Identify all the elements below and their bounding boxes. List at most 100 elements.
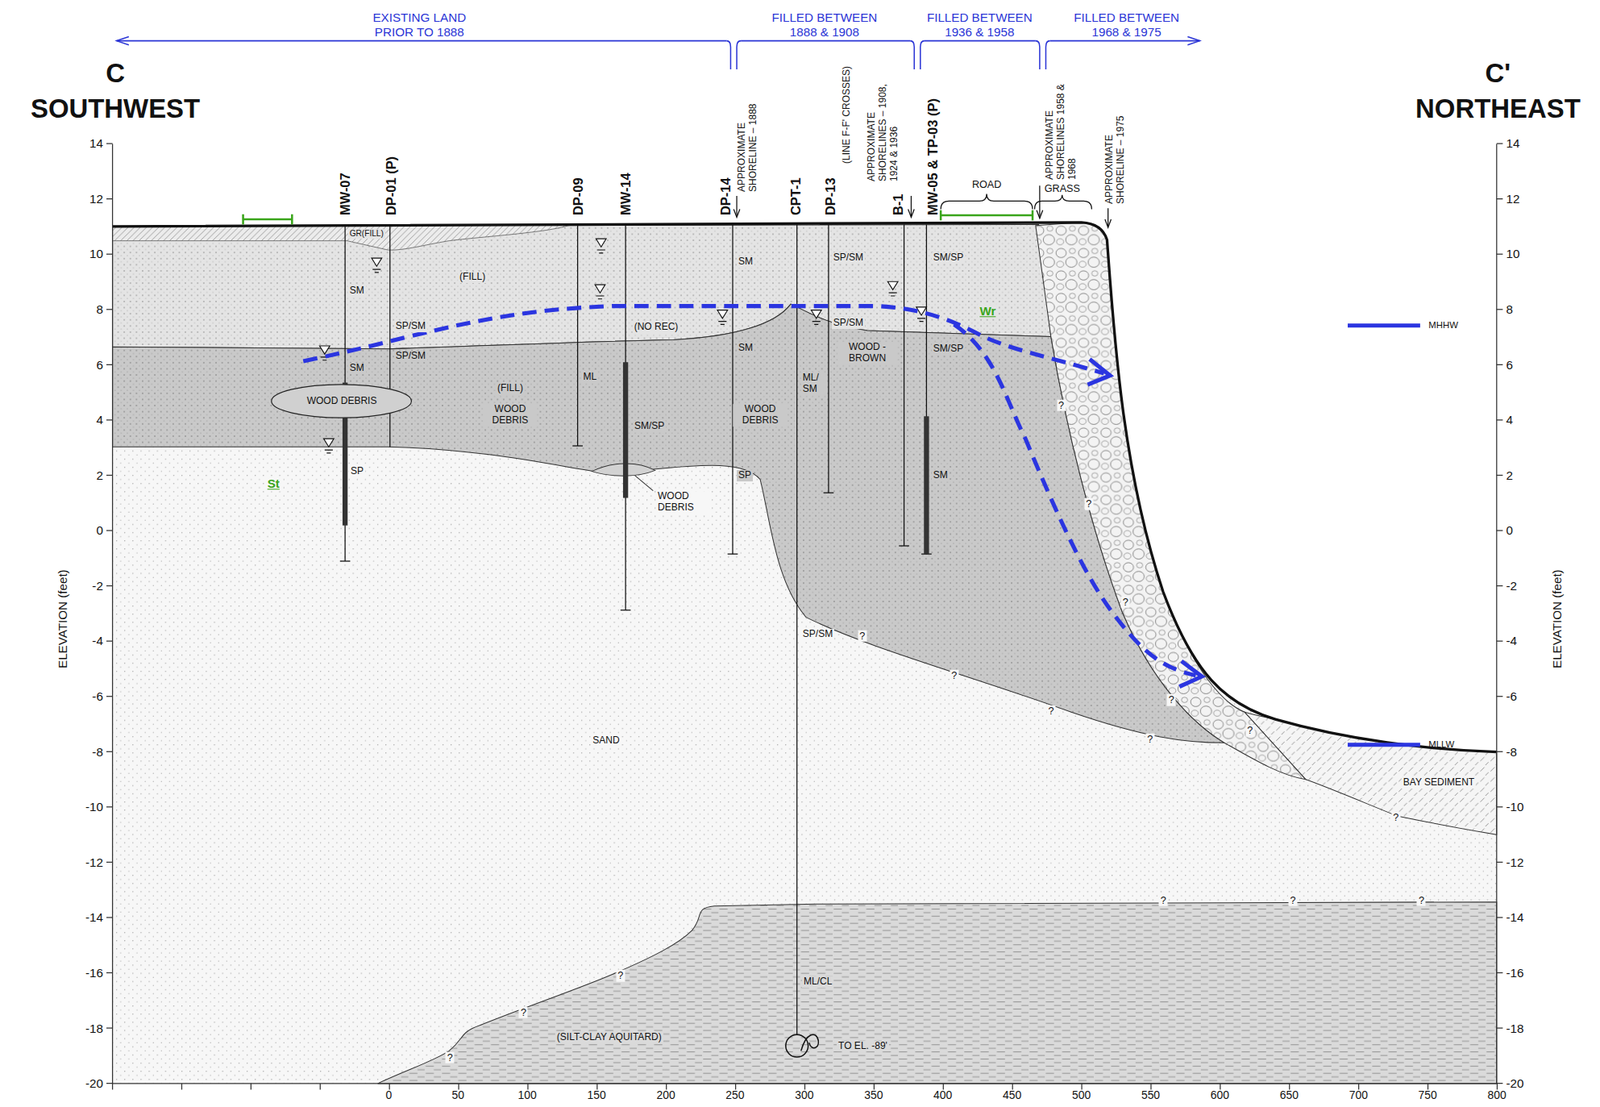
soil-label: SP <box>349 465 366 478</box>
soil-label: ML/CL <box>802 976 834 988</box>
axis-tick <box>1496 861 1504 863</box>
boring-label: B-1 <box>890 194 906 217</box>
boring-label: DP-01 (P) <box>382 156 399 216</box>
elevation-tick-label: 6 <box>95 357 103 372</box>
elevation-tick-label: -14 <box>85 910 104 925</box>
axis-tick <box>1496 253 1504 255</box>
surface-braces <box>940 193 1092 209</box>
axis-tick <box>106 640 113 642</box>
axis-tick <box>106 585 113 586</box>
leader-line <box>634 475 653 491</box>
soil-label: ML/ SM <box>801 372 828 395</box>
soil-label: TO EL. -89' <box>836 1040 890 1052</box>
axis-tick <box>1496 806 1504 807</box>
mllw-line <box>1347 742 1421 747</box>
axis-tick <box>106 142 113 144</box>
distance-tick-label: 200 <box>656 1088 675 1102</box>
axis-tick <box>181 1083 183 1090</box>
soil-label: WOOD DEBRIS <box>656 490 711 514</box>
sand-layer <box>112 222 1497 1084</box>
uncertain-contact: ? <box>615 969 625 982</box>
surface-label: ROAD <box>972 178 1002 192</box>
axis-tick <box>1496 751 1504 753</box>
axis-ticks <box>106 143 1503 1089</box>
road-extent-line <box>940 210 1033 221</box>
elevation-tick-label: -16 <box>1506 965 1525 980</box>
uncertain-contact: ? <box>445 1051 455 1064</box>
axis-tick <box>1496 364 1504 366</box>
section-direction: NORTHEAST <box>1415 94 1581 125</box>
distance-tick-label: 500 <box>1072 1088 1091 1102</box>
gravel-fill-layer <box>112 224 572 250</box>
axis-tick <box>106 529 113 531</box>
wood-debris-lens: WOOD DEBRIS <box>270 383 413 419</box>
soil-label: SM <box>931 469 950 482</box>
header-label: FILLED BETWEEN 1968 & 1975 <box>1065 10 1189 39</box>
distance-tick-label: 100 <box>518 1088 537 1102</box>
elevation-tick-label: -8 <box>1506 744 1518 759</box>
ground-surface <box>112 222 1497 753</box>
uncertain-contact: ? <box>519 1006 528 1019</box>
elevation-tick-label: -4 <box>91 634 104 649</box>
distance-tick-label: 350 <box>864 1088 883 1102</box>
uncertain-contact: ? <box>1167 694 1177 707</box>
axis-tick <box>112 1083 113 1090</box>
elevation-tick-label: -20 <box>85 1076 104 1090</box>
elevation-tick-label: -4 <box>1506 634 1518 649</box>
water-level-symbols <box>319 238 927 453</box>
shoreline-note: APPROXIMATE SHORELINES 1958 & 1968 <box>1044 67 1078 180</box>
distance-tick-label: 300 <box>794 1088 814 1102</box>
elevation-tick-label: -2 <box>1506 578 1518 593</box>
axis-tick <box>1496 142 1504 144</box>
elevation-tick-label: 8 <box>1506 302 1513 316</box>
axis-title: ELEVATION (feet) <box>1550 569 1564 670</box>
elevation-tick-label: -18 <box>1506 1021 1525 1035</box>
axis-tick <box>1496 474 1504 476</box>
distance-tick-label: 600 <box>1210 1088 1230 1102</box>
soil-label: WOOD DEBRIS <box>482 403 537 427</box>
elevation-tick-label: -12 <box>85 855 104 869</box>
tide-label: MHHW <box>1428 320 1459 331</box>
axis-tick <box>106 751 113 753</box>
borings <box>340 224 932 1035</box>
soil-label: SP/SM <box>831 317 865 329</box>
boring-label: DP-14 <box>718 178 734 217</box>
distance-tick-label: 150 <box>586 1088 606 1102</box>
mhhw-line <box>1347 323 1421 328</box>
distance-tick-label: 650 <box>1280 1088 1299 1102</box>
uncertain-contact: ? <box>1245 724 1255 737</box>
distance-tick-label: 750 <box>1418 1088 1438 1102</box>
soil-label: SM <box>348 362 366 375</box>
elevation-tick-label: -2 <box>91 578 104 593</box>
soil-label: SP/SM <box>394 350 428 362</box>
section-letter: C' <box>1485 58 1512 89</box>
axis-tick <box>106 253 113 255</box>
well-screens <box>342 361 930 554</box>
distance-tick-label: 0 <box>385 1088 392 1102</box>
axis-tick <box>1496 529 1504 531</box>
uncertain-contact: ? <box>1391 811 1401 824</box>
section-direction: SOUTHWEST <box>30 94 200 125</box>
elevation-tick-label: -6 <box>91 689 104 703</box>
elevation-tick-label: -16 <box>85 965 104 980</box>
elevation-tick-label: 0 <box>95 523 103 538</box>
axis-tick <box>1496 198 1504 200</box>
soil-label: WOOD DEBRIS <box>307 395 378 408</box>
uncertain-contact: ? <box>1056 398 1066 412</box>
elevation-tick-label: -10 <box>1506 800 1525 815</box>
soil-label: ML <box>581 371 599 383</box>
axis-tick <box>106 806 113 807</box>
distance-tick-label: 50 <box>452 1088 465 1102</box>
elevation-tick-label: 8 <box>95 302 103 316</box>
elevation-tick-label: 12 <box>89 191 104 206</box>
shoreline-note: APPROXIMATE SHORELINES – 1908, 1924 & 19… <box>867 69 901 182</box>
tide-label: MLLW <box>1428 739 1455 751</box>
axis-tick <box>106 308 113 310</box>
elevation-tick-label: 4 <box>95 412 103 427</box>
axis-tick <box>1496 695 1504 697</box>
axis-tick <box>1496 1026 1504 1028</box>
elevation-tick-label: 10 <box>89 247 104 262</box>
soil-label: (SILT-CLAY AQUITARD) <box>555 1032 664 1044</box>
soil-label: SM/SP <box>931 252 965 264</box>
axis-tick <box>1496 585 1504 586</box>
